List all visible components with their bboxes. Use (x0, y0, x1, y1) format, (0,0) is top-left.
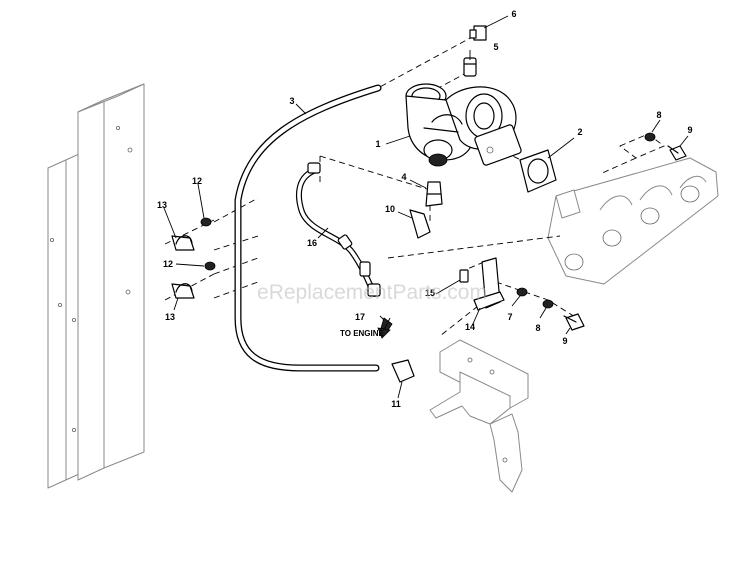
clamp-13-lower (171, 283, 195, 299)
callout-13-lower: 13 (165, 312, 175, 322)
elbow-fitting-10 (409, 209, 431, 239)
callout-12-lower: 12 (163, 259, 173, 269)
support-bracket-14 (473, 257, 505, 311)
callout-3: 3 (289, 96, 294, 106)
callout-7: 7 (507, 312, 512, 322)
callout-2: 2 (577, 127, 582, 137)
callout-8-lower: 8 (535, 323, 540, 333)
callout-17: 17 (355, 312, 365, 322)
callout-1: 1 (375, 139, 380, 149)
mounting-bracket (429, 339, 529, 493)
callout-6: 6 (511, 9, 516, 19)
clamp-13-upper (171, 235, 195, 251)
adapter-fitting-4 (425, 181, 443, 207)
lock-washer-8-lower (542, 299, 554, 309)
bolt-15 (459, 269, 469, 283)
oil-feed-line (296, 162, 393, 331)
callout-13-upper: 13 (157, 200, 167, 210)
bolt-9-lower (563, 313, 585, 331)
callout-14: 14 (465, 322, 475, 332)
elbow-fitting-6 (469, 25, 487, 41)
callout-16: 16 (307, 238, 317, 248)
callout-4: 4 (401, 172, 406, 182)
callout-10: 10 (385, 204, 395, 214)
frame-rail (47, 83, 145, 489)
to-engine-label: TO ENGINE (340, 329, 385, 338)
callout-12-upper: 12 (192, 176, 202, 186)
callout-labels: 1 2 3 4 5 6 7 8 8 9 9 10 11 12 12 13 13 … (157, 9, 693, 409)
callout-8-upper: 8 (656, 110, 661, 120)
callout-5: 5 (493, 42, 498, 52)
watermark: eReplacementParts.com (257, 281, 487, 304)
exhaust-manifold (547, 157, 719, 285)
callout-11: 11 (391, 399, 401, 409)
washer-7 (516, 287, 528, 297)
callout-9-upper: 9 (687, 125, 692, 135)
turbocharger (405, 83, 522, 167)
bolt-9-upper (667, 145, 687, 161)
oil-return-tube (234, 84, 382, 372)
leader-lines (163, 15, 689, 399)
bolt-12-upper (200, 217, 212, 227)
bolt-12-lower (204, 261, 216, 271)
exhaust-gasket (519, 149, 557, 193)
lock-washer-8-upper (644, 132, 656, 142)
elbow-fitting-11 (391, 359, 415, 383)
callout-9-lower: 9 (562, 336, 567, 346)
callout-15: 15 (425, 288, 435, 298)
adapter-fitting-5 (463, 57, 477, 77)
